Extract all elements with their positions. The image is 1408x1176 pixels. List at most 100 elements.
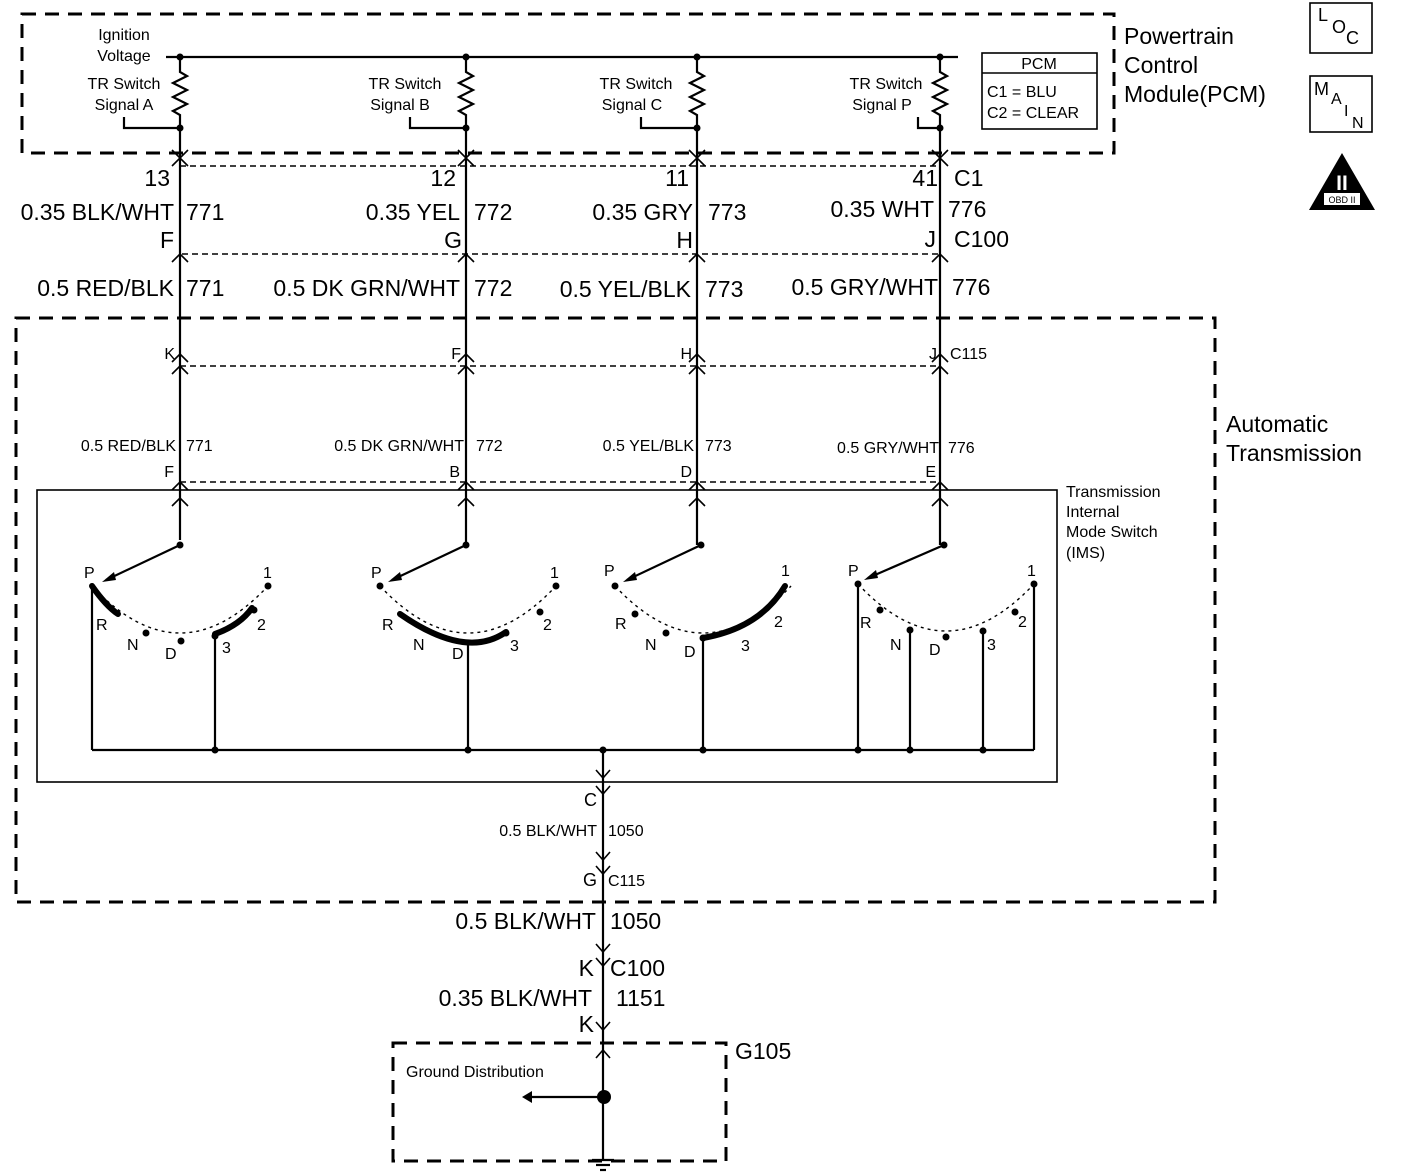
connector-c115-bottom: C115: [608, 873, 645, 890]
pos-c-n: N: [645, 637, 657, 654]
c115-harness: [179, 365, 941, 483]
resistor-b: TR Switch Signal B: [369, 57, 476, 132]
svg-text:A: A: [1331, 91, 1342, 108]
pos-b-p: P: [371, 565, 382, 582]
c100-pin-j: J: [925, 226, 937, 252]
connector-c100-bottom: C100: [610, 955, 665, 981]
c115-pin-k: K: [164, 346, 175, 363]
ims-pin-e: E: [925, 464, 936, 481]
c115-pin-h: H: [680, 346, 692, 363]
transmission-section: Automatic Transmission Transmission Inte…: [14, 316, 1362, 904]
transmission-boundary: [14, 316, 1217, 904]
pos-a-d: D: [165, 646, 177, 663]
ckt-771-c: 771: [186, 438, 213, 455]
c1-c100-harness: [179, 165, 941, 255]
pcm-info-line-2: C2 = CLEAR: [987, 105, 1079, 122]
main-badge: M A I N: [1309, 75, 1373, 133]
ignition-label-1: Ignition: [98, 27, 150, 44]
pos-a-3: 3: [222, 640, 231, 657]
pcm-pin-11: 11: [665, 165, 689, 191]
pcm-title-line-3: Module(PCM): [1124, 81, 1266, 107]
pos-c-2: 2: [774, 614, 783, 631]
connector-c115-top: C115: [950, 346, 987, 363]
ims-label-1: Transmission: [1066, 484, 1161, 501]
ims-label-4: (IMS): [1066, 545, 1105, 562]
c100-pin-g: G: [444, 227, 462, 253]
signal-c-line-2: Signal C: [602, 97, 662, 114]
c100-pin-k: K: [579, 955, 595, 981]
signal-c-line-1: TR Switch: [600, 76, 673, 93]
circuit-772-labels: 12 0.35 YEL 772 G 0.5 DK GRN/WHT 772 F 0…: [273, 165, 512, 481]
pos-p-p: P: [848, 563, 859, 580]
ckt-773-c: 773: [705, 438, 732, 455]
pos-b-2: 2: [543, 617, 552, 634]
pos-b-r: R: [382, 617, 394, 634]
svg-text:M: M: [1314, 79, 1329, 99]
connector-c1: C1: [954, 165, 983, 191]
pos-b-d: D: [452, 646, 464, 663]
pcm-boundary: [20, 12, 1116, 155]
signal-b-line-2: Signal B: [370, 97, 430, 114]
svg-text:N: N: [1352, 115, 1364, 132]
c115-pin-f: F: [451, 346, 461, 363]
pos-b-n: N: [413, 637, 425, 654]
ground-distribution: Ground Distribution G105: [391, 1038, 791, 1172]
pos-b-1: 1: [550, 565, 559, 582]
signal-p-line-2: Signal P: [852, 97, 912, 114]
circuit-771-labels: 13 0.35 BLK/WHT 771 F 0.5 RED/BLK 771 K …: [21, 165, 225, 481]
wire-1050-outer: 0.5 BLK/WHT: [455, 908, 596, 934]
ims-switch-p: P R N D 3 2 1: [848, 541, 1038, 750]
ims-pin-f: F: [164, 464, 174, 481]
connector-c100-top: C100: [954, 226, 1009, 252]
wire-771-lower: 0.5 RED/BLK: [81, 438, 176, 455]
c100-pin-h: H: [676, 227, 693, 253]
circuit-776-labels: 41 C1 0.35 WHT 776 J C100 0.5 GRY/WHT 77…: [791, 165, 1009, 481]
pos-a-p: P: [84, 565, 95, 582]
ckt-772-c: 772: [476, 438, 503, 455]
ims-pin-c: C: [584, 790, 597, 810]
wire-771-mid: 0.5 RED/BLK: [37, 275, 174, 301]
ims-box: [36, 489, 1058, 783]
ckt-772-b: 772: [474, 275, 512, 301]
transmission-title-1: Automatic: [1226, 411, 1328, 437]
circuit-773-labels: 11 0.35 GRY 773 H 0.5 YEL/BLK 773 H 0.5 …: [560, 165, 747, 481]
obd-small: OBD II: [1328, 195, 1355, 205]
wire-773-lower: 0.5 YEL/BLK: [603, 438, 695, 455]
ckt-1151: 1151: [616, 985, 665, 1011]
ims-switch-a: P R N D 3 2 1: [84, 541, 272, 750]
pcm-info-line-1: C1 = BLU: [987, 84, 1057, 101]
ims-label-2: Internal: [1066, 504, 1119, 521]
wire-1151: 0.35 BLK/WHT: [439, 985, 592, 1011]
pcm-section: Powertrain Control Module(PCM) Ignition …: [20, 12, 1266, 155]
resistor-p: TR Switch Signal P: [850, 57, 950, 132]
pos-p-3: 3: [987, 637, 996, 654]
pcm-pin-12: 12: [430, 165, 456, 191]
c115-pin-g: G: [583, 870, 597, 890]
ckt-771-b: 771: [186, 275, 224, 301]
ckt-776-a: 776: [948, 196, 986, 222]
ground-labels: C 0.5 BLK/WHT 1050 G C115 0.5 BLK/WHT 10…: [439, 790, 666, 1037]
ckt-776-c: 776: [948, 440, 975, 457]
signal-a-line-1: TR Switch: [88, 76, 161, 93]
c100-pin-f: F: [160, 227, 174, 253]
wire-772-mid: 0.5 DK GRN/WHT: [273, 275, 460, 301]
signal-b-line-1: TR Switch: [369, 76, 442, 93]
wire-773-upper: 0.35 GRY: [592, 199, 693, 225]
ckt-773-a: 773: [708, 199, 746, 225]
pos-p-1: 1: [1027, 563, 1036, 580]
obd-badge: II OBD II: [1309, 153, 1375, 210]
pos-p-d: D: [929, 642, 941, 659]
svg-text:O: O: [1332, 17, 1346, 37]
ims-pin-b: B: [449, 464, 460, 481]
pos-a-r: R: [96, 617, 108, 634]
loc-badge: L O C: [1309, 2, 1373, 54]
pos-c-d: D: [684, 644, 696, 661]
ckt-776-b: 776: [952, 274, 990, 300]
pcm-pin-13: 13: [144, 165, 170, 191]
resistor-c: TR Switch Signal C: [600, 57, 707, 132]
ckt-1050-outer: 1050: [610, 908, 661, 934]
wire-1050-inner: 0.5 BLK/WHT: [499, 823, 597, 840]
pos-p-2: 2: [1018, 614, 1027, 631]
ground-distribution-boundary: [391, 1041, 728, 1163]
pos-c-p: P: [604, 563, 615, 580]
